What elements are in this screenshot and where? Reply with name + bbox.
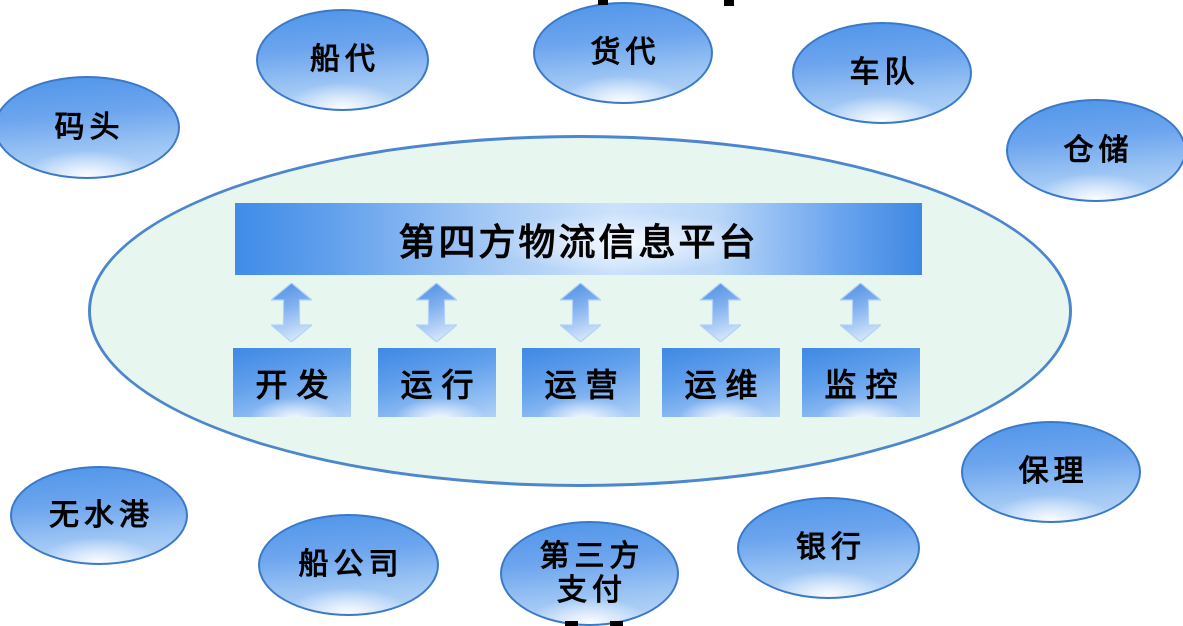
stakeholder-node-dock: 码头 (0, 76, 180, 179)
stakeholder-label: 货代 (590, 36, 661, 70)
stakeholder-label: 保理 (1018, 455, 1089, 489)
stakeholder-node-freight-forwarder: 货代 (533, 2, 713, 104)
stakeholder-label: 车队 (849, 56, 920, 90)
function-box-development: 开发 (233, 348, 351, 417)
stakeholder-node-dry-port: 无水港 (10, 466, 188, 565)
stakeholder-label: 船代 (310, 43, 380, 77)
crop-artifact-mark (565, 621, 578, 626)
platform-title: 第四方物流信息平台 (398, 223, 759, 264)
stakeholder-node-third-party-payment: 第三方 支付 (500, 521, 679, 626)
function-label: 开发 (255, 366, 338, 403)
double-arrow-icon (558, 282, 603, 343)
function-label: 运营 (544, 366, 627, 403)
function-label: 运维 (684, 366, 767, 403)
stakeholder-node-shipping-company: 船公司 (258, 514, 439, 616)
stakeholder-node-truck-fleet: 车队 (792, 22, 972, 124)
function-box-maintenance: 运维 (662, 348, 780, 417)
function-box-monitoring: 监控 (802, 348, 920, 417)
crop-artifact-mark (610, 621, 623, 626)
double-arrow-icon (698, 282, 743, 343)
function-label: 监控 (824, 366, 907, 403)
function-box-running: 运行 (378, 348, 496, 417)
function-label: 运行 (400, 366, 483, 403)
stakeholder-node-bank: 银行 (737, 497, 920, 599)
stakeholder-label: 仓储 (1063, 133, 1134, 167)
stakeholder-label: 银行 (796, 531, 866, 565)
stakeholder-node-warehousing: 仓储 (1006, 99, 1183, 202)
crop-artifact-mark (598, 0, 608, 5)
stakeholder-label: 船公司 (298, 548, 404, 582)
stakeholder-label: 第三方 支付 (539, 539, 645, 607)
stakeholder-node-factoring: 保理 (961, 421, 1141, 523)
stakeholder-node-shipping-agent: 船代 (256, 9, 429, 111)
stakeholder-label: 码头 (54, 110, 125, 144)
double-arrow-icon (414, 282, 459, 343)
stakeholder-label: 无水港 (49, 498, 154, 532)
function-box-operation: 运营 (522, 348, 640, 417)
double-arrow-icon (269, 282, 314, 343)
platform-title-bar: 第四方物流信息平台 (235, 203, 922, 275)
crop-artifact-mark (724, 0, 734, 6)
double-arrow-icon (838, 282, 883, 343)
